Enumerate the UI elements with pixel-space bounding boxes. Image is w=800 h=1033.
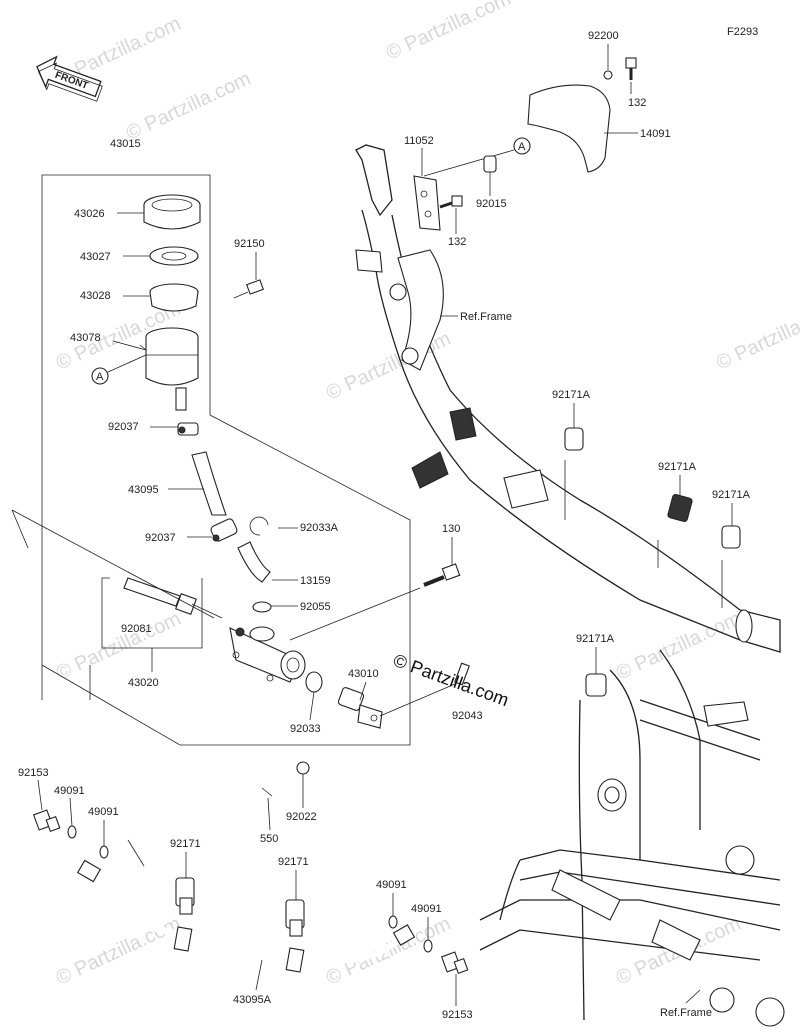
label-49091-a: 49091 [54, 785, 85, 797]
wire-clip [667, 493, 693, 523]
collar [483, 155, 497, 173]
callout-a: A [96, 371, 104, 383]
label-14091: 14091 [640, 128, 671, 140]
banjo-bolt-left [32, 809, 61, 833]
wire-clip [564, 427, 584, 451]
bracket-11052 [413, 175, 441, 231]
label-92153-left: 92153 [18, 767, 49, 779]
watermark-layer: © Partzilla.com © Partzilla.com © Partzi… [53, 0, 800, 990]
label-92171A-2: 92171A [658, 461, 697, 473]
label-43028: 43028 [80, 290, 111, 302]
watermark: © Partzilla.com [323, 328, 454, 405]
callout-a-circle-2 [513, 137, 531, 155]
label-130: 130 [442, 523, 460, 535]
bolt-130 [423, 563, 461, 587]
o-ring [252, 601, 272, 613]
label-92200: 92200 [588, 30, 619, 42]
watermark: © Partzilla.com [323, 913, 454, 990]
label-92150: 92150 [234, 238, 265, 250]
wire-clip [585, 673, 607, 697]
label-13159: 13159 [300, 575, 331, 587]
label-49091-b: 49091 [88, 806, 119, 818]
master-cylinder-body [229, 626, 306, 683]
label-43026: 43026 [74, 208, 105, 220]
clevis [337, 687, 383, 729]
brake-hose [76, 841, 416, 973]
label-92037-bottom: 92037 [145, 532, 176, 544]
crush-washer [67, 825, 77, 839]
hose-clamp [177, 422, 199, 436]
crush-washer [388, 915, 398, 929]
watermark: © Partzilla.com [53, 608, 184, 685]
washer-92200 [603, 70, 613, 80]
label-92015: 92015 [476, 198, 507, 210]
label-43078: 43078 [70, 332, 101, 344]
bolt-92150 [233, 279, 264, 299]
hose-clamp-lower [210, 518, 238, 542]
watermark: © Partzilla.com [383, 0, 514, 65]
label-43095A: 43095A [233, 994, 272, 1006]
label-49091-d: 49091 [411, 903, 442, 915]
label-92037-top: 92037 [108, 421, 139, 433]
label-92043: 92043 [452, 710, 483, 722]
label-550: 550 [260, 833, 278, 845]
label-92033A: 92033A [300, 522, 339, 534]
label-92171-b: 92171 [278, 856, 309, 868]
hose-fitting [237, 541, 271, 583]
label-43095: 43095 [128, 484, 159, 496]
bolt-132-top [625, 57, 637, 80]
callout-a-circle [91, 367, 109, 385]
piston-kit [123, 577, 223, 619]
banjo-bolt-right [440, 951, 469, 975]
center-watermark: © Partzilla.com [391, 650, 512, 710]
cotter-pin [261, 787, 273, 797]
hose-clip [285, 899, 305, 937]
label-92171-a: 92171 [170, 838, 201, 850]
callout-a-2: A [518, 141, 526, 153]
reservoir-cap [143, 194, 201, 230]
label-43010: 43010 [348, 668, 379, 680]
label-92153-right: 92153 [442, 1009, 473, 1021]
watermark: © Partzilla.com [613, 608, 744, 685]
watermark: © Partzilla.com [123, 68, 254, 145]
watermark: © Partzilla.com [53, 913, 184, 990]
diaphragm-plate [149, 246, 199, 266]
diaphragm [149, 283, 199, 312]
hose-clip [175, 877, 195, 915]
figure-code: F2293 [727, 26, 758, 38]
frame-lower [479, 649, 785, 1027]
wire-clip [721, 525, 741, 549]
label-49091-c: 49091 [376, 879, 407, 891]
snap-ring-92033 [305, 671, 323, 693]
frame-upper [355, 144, 781, 653]
label-ref-frame-bottom: Ref.Frame [660, 1007, 712, 1019]
reservoir-hose [191, 451, 227, 516]
label-132-lower: 132 [448, 236, 466, 248]
label-92171A-3: 92171A [712, 489, 751, 501]
label-92171A-1: 92171A [552, 389, 591, 401]
label-43020: 43020 [128, 677, 159, 689]
svg-text:© Partzilla.com: © Partzilla.com [391, 650, 512, 710]
washer [296, 761, 310, 775]
watermark: © Partzilla.com [713, 298, 800, 375]
bolt-132-lower [439, 195, 463, 209]
snap-ring [249, 516, 269, 536]
label-ref-frame-top: Ref.Frame [460, 311, 512, 323]
label-43027: 43027 [80, 251, 111, 263]
label-43015: 43015 [110, 138, 141, 150]
label-132-top: 132 [628, 97, 646, 109]
label-92022: 92022 [286, 811, 317, 823]
label-92171A-4: 92171A [576, 633, 615, 645]
pin-92043 [454, 662, 470, 686]
reservoir-tank [139, 327, 199, 411]
crush-washer [99, 845, 109, 859]
master-cylinder-group: 43015 [41, 138, 411, 746]
label-92055: 92055 [300, 601, 331, 613]
label-11052: 11052 [404, 135, 434, 147]
side-cover [527, 84, 611, 173]
label-92081: 92081 [121, 623, 152, 635]
crush-washer [423, 939, 433, 953]
label-92033: 92033 [290, 723, 321, 735]
